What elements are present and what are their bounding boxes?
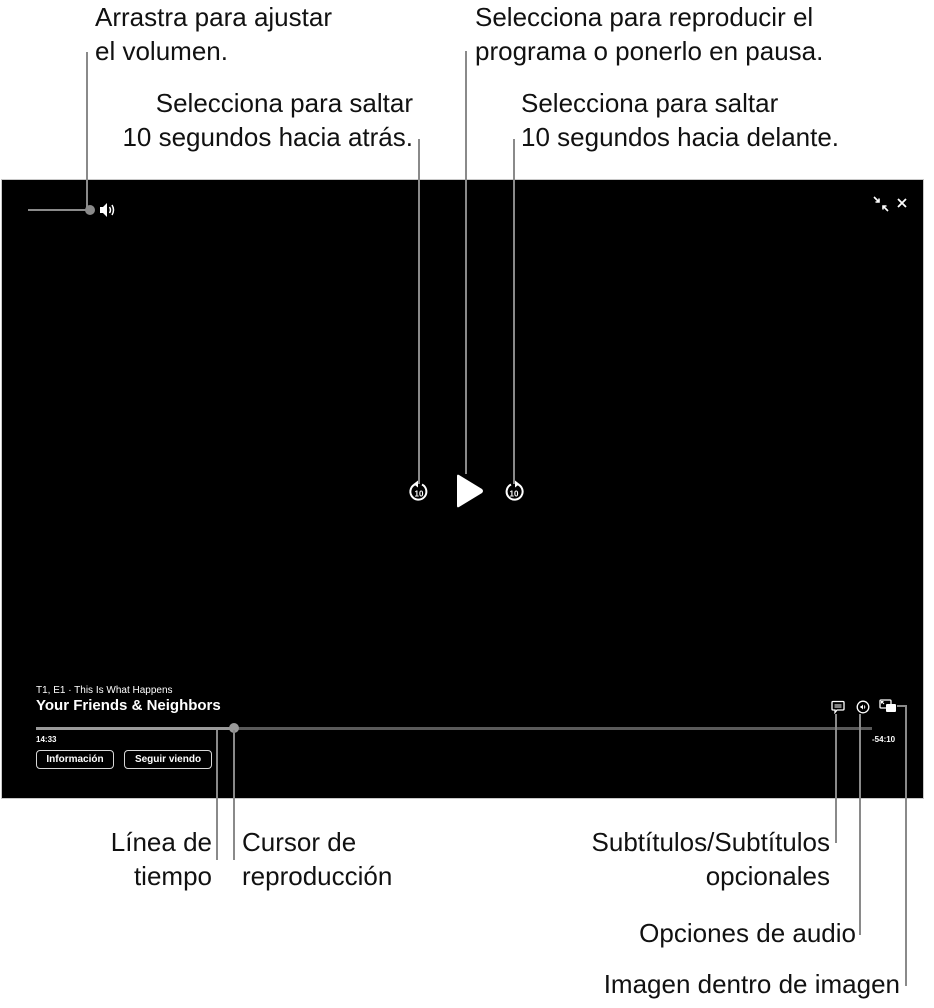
leader-line-pip bbox=[905, 705, 907, 986]
callout-subtitles-line1: Subtítulos/Subtítulos bbox=[591, 827, 830, 857]
leader-line-subtitles bbox=[835, 714, 837, 843]
leader-line-pip-horizontal bbox=[897, 705, 907, 707]
play-icon[interactable] bbox=[454, 474, 484, 508]
leader-line-skip-forward bbox=[513, 139, 515, 484]
callout-skip-forward: Selecciona para saltar 10 segundos hacia… bbox=[521, 86, 839, 154]
callout-subtitles-line2: opcionales bbox=[705, 861, 830, 891]
callout-subtitles: Subtítulos/Subtítulos opcionales bbox=[592, 825, 830, 893]
callout-skip-fwd-line2: 10 segundos hacia delante. bbox=[521, 122, 840, 152]
svg-text:10: 10 bbox=[510, 490, 519, 499]
episode-label: T1, E1 · This Is What Happens bbox=[36, 685, 173, 696]
skip-back-10-icon[interactable]: 10 bbox=[408, 480, 430, 504]
callout-pip: Imagen dentro de imagen bbox=[604, 967, 900, 1001]
callout-audio-line1: Opciones de audio bbox=[639, 918, 856, 948]
skip-forward-10-icon[interactable]: 10 bbox=[503, 480, 525, 504]
continue-watching-button[interactable]: Seguir viendo bbox=[124, 750, 212, 769]
time-elapsed: 14:33 bbox=[36, 735, 57, 744]
exit-fullscreen-icon[interactable] bbox=[873, 196, 889, 212]
callout-timeline-line2: tiempo bbox=[133, 861, 212, 891]
info-button[interactable]: Información bbox=[36, 750, 114, 769]
show-title: Your Friends & Neighbors bbox=[36, 697, 221, 714]
playhead[interactable] bbox=[229, 723, 239, 733]
callout-skip-fwd-line1: Selecciona para saltar bbox=[521, 88, 779, 118]
video-player[interactable]: 10 10 T1, E1 · This Is What Happens Your… bbox=[1, 179, 924, 799]
callout-play-pause: Selecciona para reproducir el programa o… bbox=[475, 0, 823, 68]
svg-text:10: 10 bbox=[415, 490, 424, 499]
callout-skip-back-line2: 10 segundos hacia atrás. bbox=[122, 122, 413, 152]
subtitles-icon[interactable] bbox=[831, 700, 845, 714]
volume-slider-knob[interactable] bbox=[85, 205, 95, 215]
close-icon[interactable] bbox=[895, 196, 909, 210]
leader-line-timeline bbox=[216, 730, 218, 860]
picture-in-picture-icon[interactable] bbox=[879, 699, 897, 713]
callout-timeline: Línea de tiempo bbox=[111, 825, 212, 893]
callout-timeline-line1: Línea de bbox=[110, 827, 212, 857]
callout-volume-line2: el volumen. bbox=[95, 36, 228, 66]
callout-skip-back-line1: Selecciona para saltar bbox=[155, 88, 413, 118]
callout-play-line2: programa o ponerlo en pausa. bbox=[475, 36, 824, 66]
leader-line-playhead bbox=[233, 730, 235, 860]
timeline-played bbox=[36, 727, 234, 730]
callout-volume-line1: Arrastra para ajustar bbox=[95, 2, 332, 32]
callout-pip-line1: Imagen dentro de imagen bbox=[603, 969, 900, 999]
callout-play-line1: Selecciona para reproducir el bbox=[475, 2, 814, 32]
callout-audio-options: Opciones de audio bbox=[639, 916, 856, 950]
callout-playhead-line2: reproducción bbox=[242, 861, 393, 891]
leader-line-skip-back bbox=[418, 139, 420, 484]
volume-slider-track[interactable] bbox=[28, 209, 90, 211]
audio-options-icon[interactable] bbox=[856, 700, 870, 714]
leader-line-audio bbox=[859, 714, 861, 935]
time-remaining: -54:10 bbox=[872, 735, 896, 744]
callout-playhead-line1: Cursor de bbox=[242, 827, 357, 857]
timeline[interactable] bbox=[36, 727, 872, 730]
leader-line-volume bbox=[86, 52, 88, 209]
leader-line-play bbox=[465, 51, 467, 474]
callout-playhead: Cursor de reproducción bbox=[242, 825, 392, 893]
callout-skip-back: Selecciona para saltar 10 segundos hacia… bbox=[122, 86, 413, 154]
callout-volume: Arrastra para ajustar el volumen. bbox=[95, 0, 332, 68]
speaker-wave-icon[interactable] bbox=[98, 201, 118, 219]
